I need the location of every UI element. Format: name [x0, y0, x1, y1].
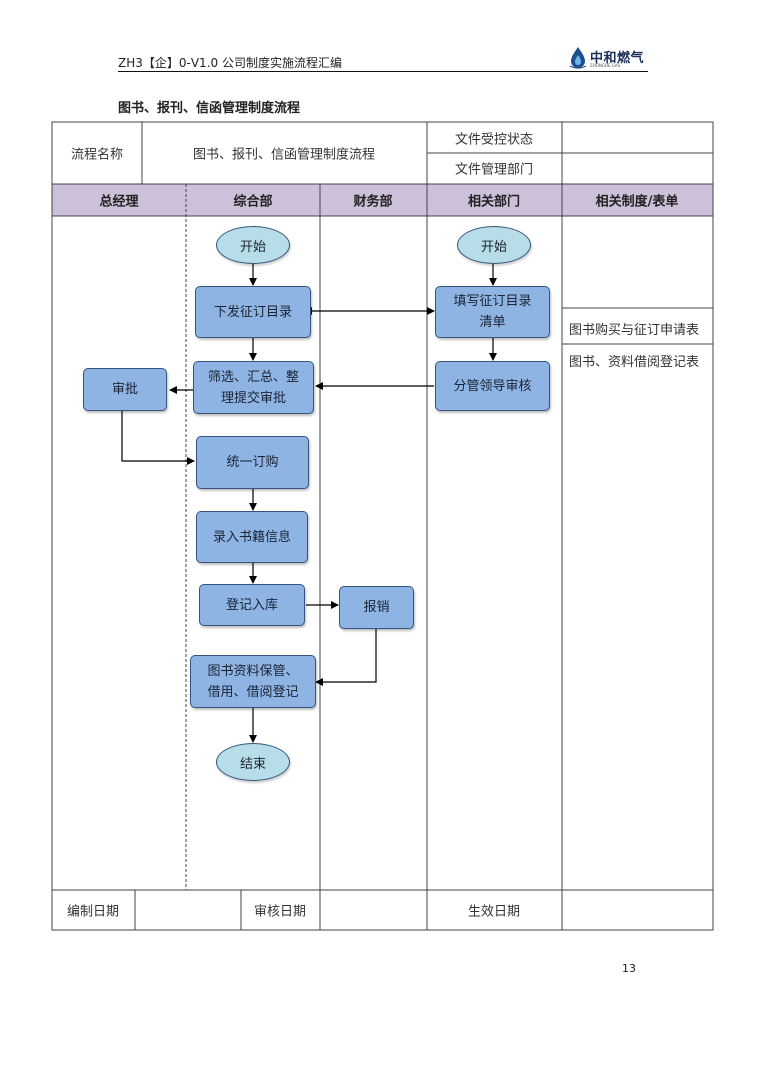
column-header-general-affairs: 综合部 [233, 194, 273, 210]
column-header-related-dept: 相关部门 [467, 194, 521, 210]
page-number: 13 [622, 962, 636, 975]
register-stock-label: 登记入库 [225, 597, 278, 613]
review-date-label: 审核日期 [253, 904, 307, 920]
reimburse-label: 报销 [363, 600, 390, 615]
column-header-general-manager: 总经理 [99, 194, 139, 210]
register-stock-box[interactable]: 登记入库 [199, 584, 305, 626]
start-node-admin-label: 开始 [239, 239, 266, 255]
unified-purchase-box[interactable]: 统一订购 [196, 436, 309, 489]
flow-connectors [121, 264, 497, 743]
fill-catalog-label: 填写征订目录 清单 [453, 294, 532, 330]
leader-review-box[interactable]: 分管领导审核 [435, 361, 550, 411]
column-header-forms: 相关制度/表单 [595, 194, 679, 210]
fill-catalog-box[interactable]: 填写征订目录 清单 [435, 286, 550, 338]
company-logo: 中和燃气 ZHONGHE GAS [568, 46, 650, 70]
approve-label: 审批 [111, 382, 138, 397]
column-header-finance: 财务部 [353, 194, 393, 210]
screen-submit-label: 筛选、汇总、整 理提交审批 [207, 369, 299, 406]
issue-catalog-label: 下发征订目录 [213, 304, 292, 320]
enter-book-info-label: 录入书籍信息 [212, 529, 291, 545]
page-title: 图书、报刊、信函管理制度流程 [118, 101, 301, 116]
logo-subtext: ZHONGHE GAS [590, 63, 621, 68]
compile-date-label: 编制日期 [66, 904, 120, 920]
screen-submit-box[interactable]: 筛选、汇总、整 理提交审批 [193, 361, 314, 414]
logo-text: 中和燃气 [590, 51, 645, 66]
enter-book-info-box[interactable]: 录入书籍信息 [196, 511, 308, 563]
effective-date-label: 生效日期 [467, 904, 521, 920]
document-code: ZH3【企】0-V1.0 公司制度实施流程汇编 [118, 56, 342, 70]
header-rule [118, 71, 648, 72]
control-status-label: 文件受控状态 [454, 132, 534, 148]
manage-dept-label: 文件管理部门 [454, 162, 534, 178]
leader-review-label: 分管领导审核 [453, 378, 532, 394]
table-grid [51, 121, 714, 931]
keep-lend-register-box[interactable]: 图书资料保管、 借用、借阅登记 [190, 655, 316, 708]
process-name-value: 图书、报刊、信函管理制度流程 [192, 147, 376, 163]
header-row-fill [52, 184, 713, 216]
start-node-admin[interactable]: 开始 [216, 226, 290, 264]
form-book-lending[interactable]: 图书、资料借阅登记表 [569, 355, 700, 370]
keep-lend-register-label: 图书资料保管、 借用、借阅登记 [207, 663, 299, 700]
form-book-purchase[interactable]: 图书购买与征订申请表 [569, 323, 700, 338]
start-node-related-label: 开始 [480, 239, 507, 255]
flame-drop-icon [569, 47, 587, 69]
unified-purchase-label: 统一订购 [226, 455, 279, 470]
end-node-label: 结束 [239, 756, 266, 772]
issue-catalog-box[interactable]: 下发征订目录 [195, 286, 311, 338]
reimburse-box[interactable]: 报销 [339, 586, 414, 629]
process-name-label: 流程名称 [70, 147, 124, 163]
start-node-related[interactable]: 开始 [457, 226, 531, 264]
approve-box[interactable]: 审批 [83, 368, 167, 411]
end-node[interactable]: 结束 [216, 743, 290, 781]
